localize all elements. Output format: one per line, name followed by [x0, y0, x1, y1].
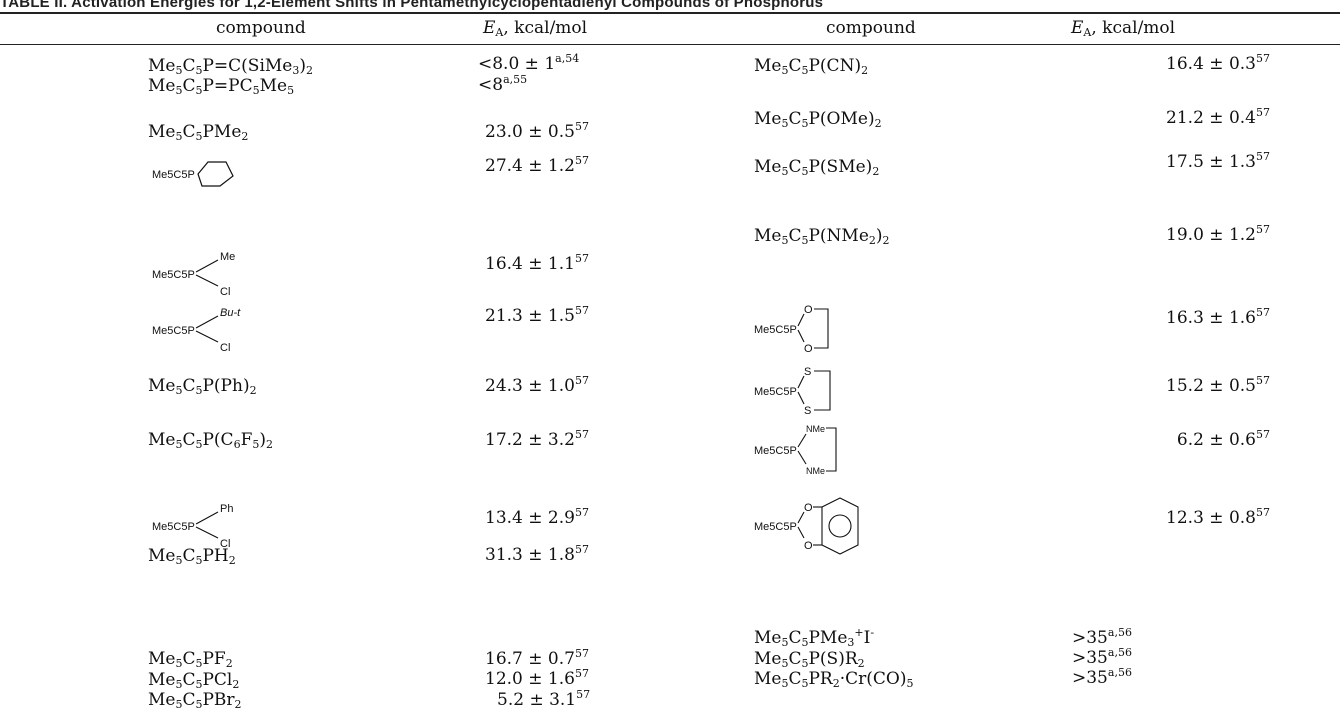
svg-text:O: O: [804, 304, 813, 316]
svg-text:S: S: [804, 366, 811, 378]
svg-text:Me5C5P: Me5C5P: [152, 325, 195, 337]
pphcl-structure: Me5C5P Ph Cl: [152, 503, 233, 550]
right-compound-4: Me5C5P(NMe2)2: [754, 226, 890, 247]
left-energy-1: <8.0 ± 1a,54: [478, 52, 580, 74]
left-energy-3: 23.0 ± 0.557: [485, 120, 589, 142]
pmecl-structure: Me5C5P Me Cl: [152, 251, 235, 298]
svg-text:Me5C5P: Me5C5P: [152, 521, 195, 533]
left-compound-1: Me5C5P=C(SiMe3)2: [148, 56, 313, 77]
pbutcl-structure: Me5C5P Bu-t Cl: [152, 307, 241, 354]
svg-text:O: O: [804, 502, 813, 514]
left-energy-12: 12.0 ± 1.657: [485, 667, 589, 689]
svg-text:NMe: NMe: [806, 466, 825, 476]
dioxaphospholane-structure: Me5C5P O O: [754, 304, 829, 355]
svg-text:Me: Me: [220, 251, 235, 263]
svg-text:Cl: Cl: [220, 538, 230, 550]
svg-text:Me5C5P: Me5C5P: [754, 386, 797, 398]
right-compound-10: Me5C5P(S)R2: [754, 649, 865, 670]
right-energy-5: 16.3 ± 1.657: [1166, 306, 1270, 328]
right-energy-2: 21.2 ± 0.457: [1166, 106, 1270, 128]
right-compound-9: Me5C5PMe3+I-: [754, 626, 875, 649]
svg-text:Ph: Ph: [220, 503, 233, 515]
left-energy-8: 17.2 ± 3.257: [485, 428, 589, 450]
svg-text:Bu-t: Bu-t: [220, 307, 241, 319]
dithiaphospholane-structure: Me5C5P S S: [754, 366, 831, 417]
benzodioxaphosphole-structure: Me5C5P O O: [754, 497, 859, 555]
left-energy-10: 31.3 ± 1.857: [485, 543, 589, 565]
left-energy-11: 16.7 ± 0.757: [485, 647, 589, 669]
svg-text:NMe: NMe: [806, 424, 825, 434]
right-energy-1: 16.4 ± 0.357: [1166, 52, 1270, 74]
right-compound-1: Me5C5P(CN)2: [754, 56, 869, 77]
right-energy-3: 17.5 ± 1.357: [1166, 150, 1270, 172]
svg-text:Me5C5P: Me5C5P: [754, 324, 797, 336]
phospholane-prefix: Me5C5P: [152, 169, 195, 181]
header-rule: [0, 44, 1340, 45]
left-energy-6: 21.3 ± 1.557: [485, 304, 589, 326]
svg-text:Cl: Cl: [220, 286, 230, 298]
header-right-compound: compound: [826, 18, 916, 38]
left-compound-3: Me5C5PMe2: [148, 122, 249, 143]
left-compound-13: Me5C5PBr2: [148, 690, 242, 711]
left-energy-4: 27.4 ± 1.257: [485, 154, 589, 176]
right-energy-10: >35a,56: [1072, 646, 1132, 668]
left-compound-8: Me5C5P(C6F5)2: [148, 430, 273, 451]
right-energy-7: 6.2 ± 0.657: [1176, 428, 1270, 450]
left-compound-11: Me5C5PF2: [148, 649, 233, 670]
right-compound-3: Me5C5P(SMe)2: [754, 157, 880, 178]
header-right-energy: EA, kcal/mol: [1071, 18, 1176, 39]
left-energy-13: 5.2 ± 3.157: [497, 688, 591, 710]
right-energy-4: 19.0 ± 1.257: [1166, 223, 1270, 245]
right-energy-8: 12.3 ± 0.857: [1166, 506, 1270, 528]
svg-text:O: O: [804, 540, 813, 552]
left-compound-2: Me5C5P=PC5Me5: [148, 76, 295, 97]
left-energy-5: 16.4 ± 1.157: [485, 252, 589, 274]
svg-text:Me5C5P: Me5C5P: [152, 269, 195, 281]
svg-text:Me5C5P: Me5C5P: [754, 445, 797, 457]
left-energy-9: 13.4 ± 2.957: [485, 506, 589, 528]
phospholane-structure: Me5C5P: [152, 161, 234, 187]
top-rule: [0, 12, 1340, 14]
left-compound-10: Me5C5PH2: [148, 546, 236, 567]
left-energy-7: 24.3 ± 1.057: [485, 374, 589, 396]
diazaphospholane-structure: Me5C5P NMe NMe: [754, 424, 837, 476]
header-left-compound: compound: [216, 18, 306, 38]
svg-text:O: O: [804, 343, 813, 355]
svg-text:Me5C5P: Me5C5P: [754, 521, 797, 533]
svg-text:S: S: [804, 405, 811, 417]
right-energy-11: >35a,56: [1072, 666, 1132, 688]
table-caption: TABLE II. Activation Energies for 1,2-El…: [0, 0, 824, 11]
svg-text:Cl: Cl: [220, 342, 230, 354]
left-compound-12: Me5C5PCl2: [148, 670, 240, 691]
left-energy-2: <8a,55: [478, 73, 528, 95]
left-compound-7: Me5C5P(Ph)2: [148, 376, 257, 397]
right-energy-6: 15.2 ± 0.557: [1166, 374, 1270, 396]
right-compound-11: Me5C5PR2·Cr(CO)5: [754, 669, 914, 690]
header-left-energy: EA, kcal/mol: [483, 18, 588, 39]
right-compound-2: Me5C5P(OMe)2: [754, 109, 882, 130]
right-energy-9: >35a,56: [1072, 626, 1132, 648]
